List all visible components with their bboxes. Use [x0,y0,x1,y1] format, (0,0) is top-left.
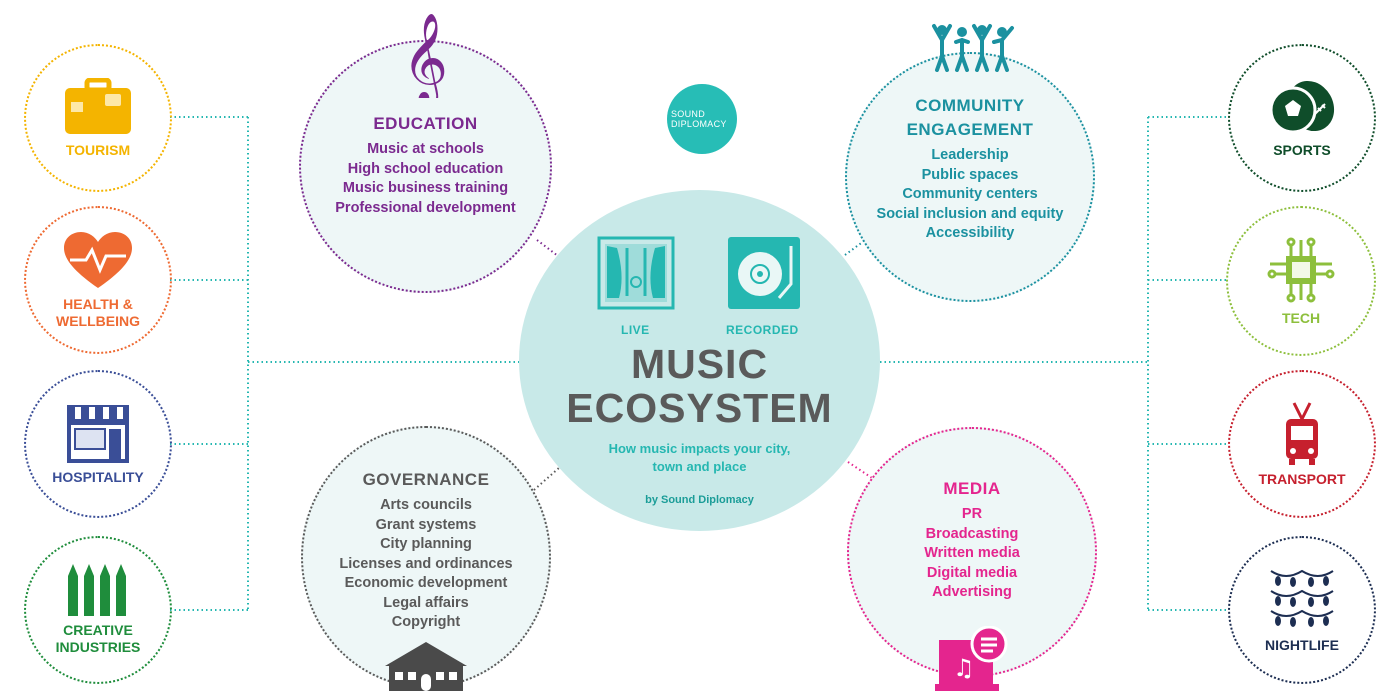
media-node: MEDIA PR Broadcasting Written media Digi… [847,427,1097,677]
svg-text:𝄞: 𝄞 [405,13,445,98]
suitcase-icon [65,77,131,134]
music-ecosystem-center: LIVE RECORDED MUSIC ECOSYSTEM How music … [519,190,880,531]
diagram-subtitle: How music impacts your city, town and pl… [608,441,791,474]
heartbeat-icon [64,232,132,288]
media-items: PR Broadcasting Written media Digital me… [849,505,1095,603]
tech-label: TECH [1281,309,1321,326]
diagram-title: MUSIC ECOSYSTEM [566,341,833,431]
transport-node: TRANSPORT [1228,370,1376,518]
creative-industries-node: CREATIVE INDUSTRIES [24,536,172,684]
governance-node: GOVERNANCE Arts councils Grant systems C… [301,426,551,688]
media-title: MEDIA [943,479,1001,498]
circuit-chip-icon [1267,237,1335,302]
sports-node: SPORTS [1228,44,1376,192]
pencils-icon [68,564,126,616]
list-item: Digital media [926,564,1018,581]
list-item: Leadership [931,147,1009,163]
live-label: LIVE [621,323,650,337]
recorded-label: RECORDED [726,323,799,337]
tourism-node: TOURISM [24,44,172,192]
list-item: Public spaces [921,166,1019,183]
sports-label: SPORTS [1273,141,1331,158]
community-engagement-node: COMMUNITY ENGAGEMENT Leadership Public s… [845,52,1095,302]
list-item: Music business training [342,180,509,196]
education-node: EDUCATION Music at schools High school e… [299,40,552,293]
governance-title: GOVERNANCE [362,470,490,489]
list-item: Broadcasting [925,525,1019,542]
logo-text: SOUND DIPLOMACY [671,109,727,129]
hospitality-node: HOSPITALITY [24,370,172,518]
hospitality-label: HOSPITALITY [52,468,144,485]
community-items: Leadership Public spaces Community cente… [847,146,1093,244]
storefront-icon [67,404,129,463]
nightlife-label: NIGHTLIFE [1265,636,1339,653]
list-item: Grant systems [375,516,477,533]
health-wellbeing-label: HEALTH & WELLBEING [56,296,140,329]
list-item: Legal affairs [383,594,469,611]
list-item: Professional development [335,199,516,216]
government-building-icon [385,642,467,691]
list-item: Advertising [932,584,1012,600]
list-item: Copyright [391,614,461,630]
list-item: Community centers [902,186,1038,202]
education-items: Music at schools High school education M… [301,140,550,218]
string-lights-icon [1270,569,1334,627]
sports-balls-icon [1269,80,1335,133]
people-icon [932,24,1014,72]
list-item: Arts councils [380,497,472,513]
turntable-icon [728,237,800,309]
trolleybus-icon [1286,401,1318,465]
education-title: EDUCATION [373,114,478,133]
nightlife-node: NIGHTLIFE [1228,536,1376,684]
tourism-label: TOURISM [65,141,131,158]
stage-curtain-icon [597,236,675,310]
list-item: PR [961,506,983,522]
svg-text:♫: ♫ [953,654,975,682]
list-item: City planning [380,536,472,552]
list-item: Written media [924,545,1020,561]
community-title: COMMUNITY ENGAGEMENT [906,96,1034,139]
list-item: Accessibility [925,225,1015,241]
list-item: High school education [347,160,504,177]
list-item: Social inclusion and equity [876,205,1064,222]
list-item: Licenses and ordinances [339,555,513,572]
sound-diplomacy-logo: SOUND DIPLOMACY [667,84,737,154]
transport-label: TRANSPORT [1258,470,1346,487]
list-item: Economic development [344,575,508,591]
byline: by Sound Diplomacy [645,494,754,506]
treble-clef-icon: 𝄞 [405,13,445,98]
creative-industries-label: CREATIVE INDUSTRIES [55,622,141,655]
governance-items: Arts councils Grant systems City plannin… [303,496,549,633]
health-wellbeing-node: HEALTH & WELLBEING [24,206,172,354]
tech-node: TECH [1226,206,1376,356]
laptop-chat-icon: ♫ [935,626,1008,691]
list-item: Music at schools [367,141,484,157]
